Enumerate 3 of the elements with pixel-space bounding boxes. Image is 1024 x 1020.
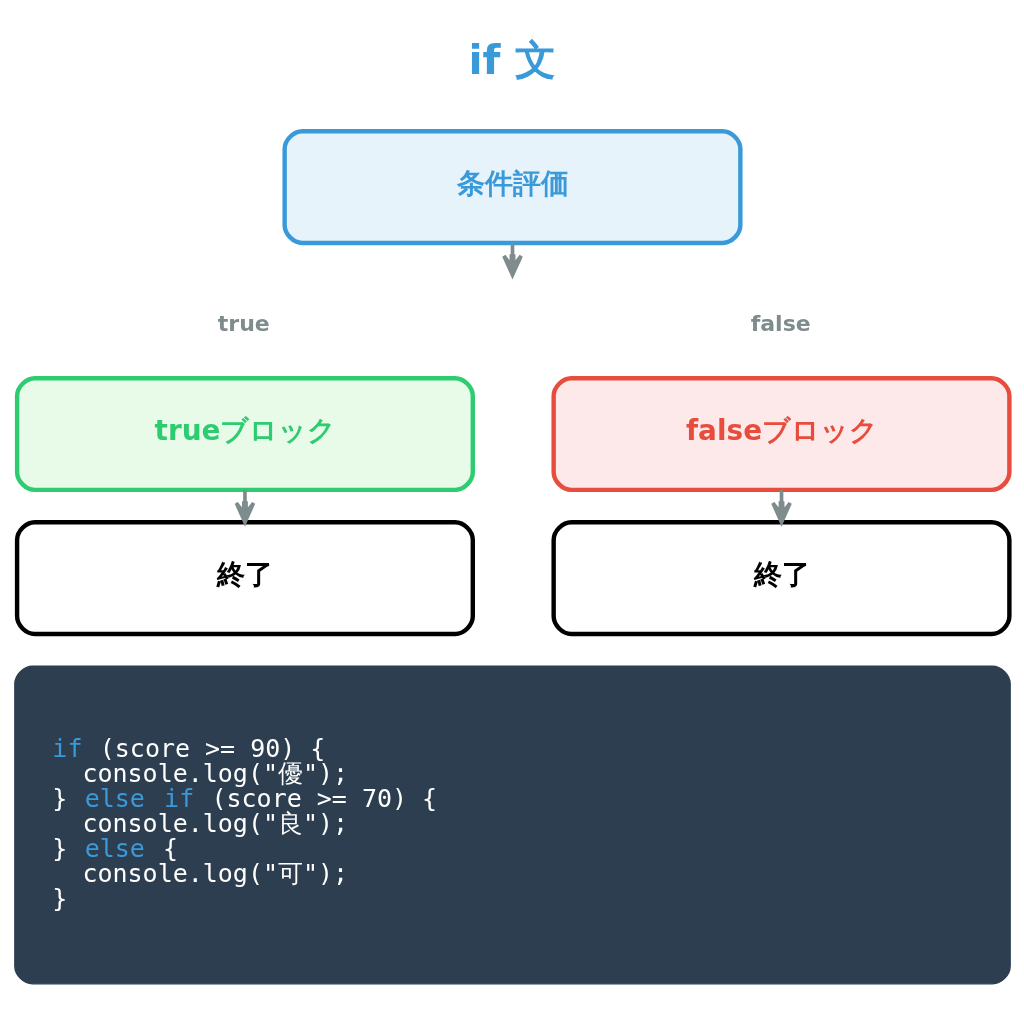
node-label: false (750, 310, 811, 336)
diagram-title: if 文 (467, 35, 556, 84)
node-label: true (217, 310, 270, 336)
